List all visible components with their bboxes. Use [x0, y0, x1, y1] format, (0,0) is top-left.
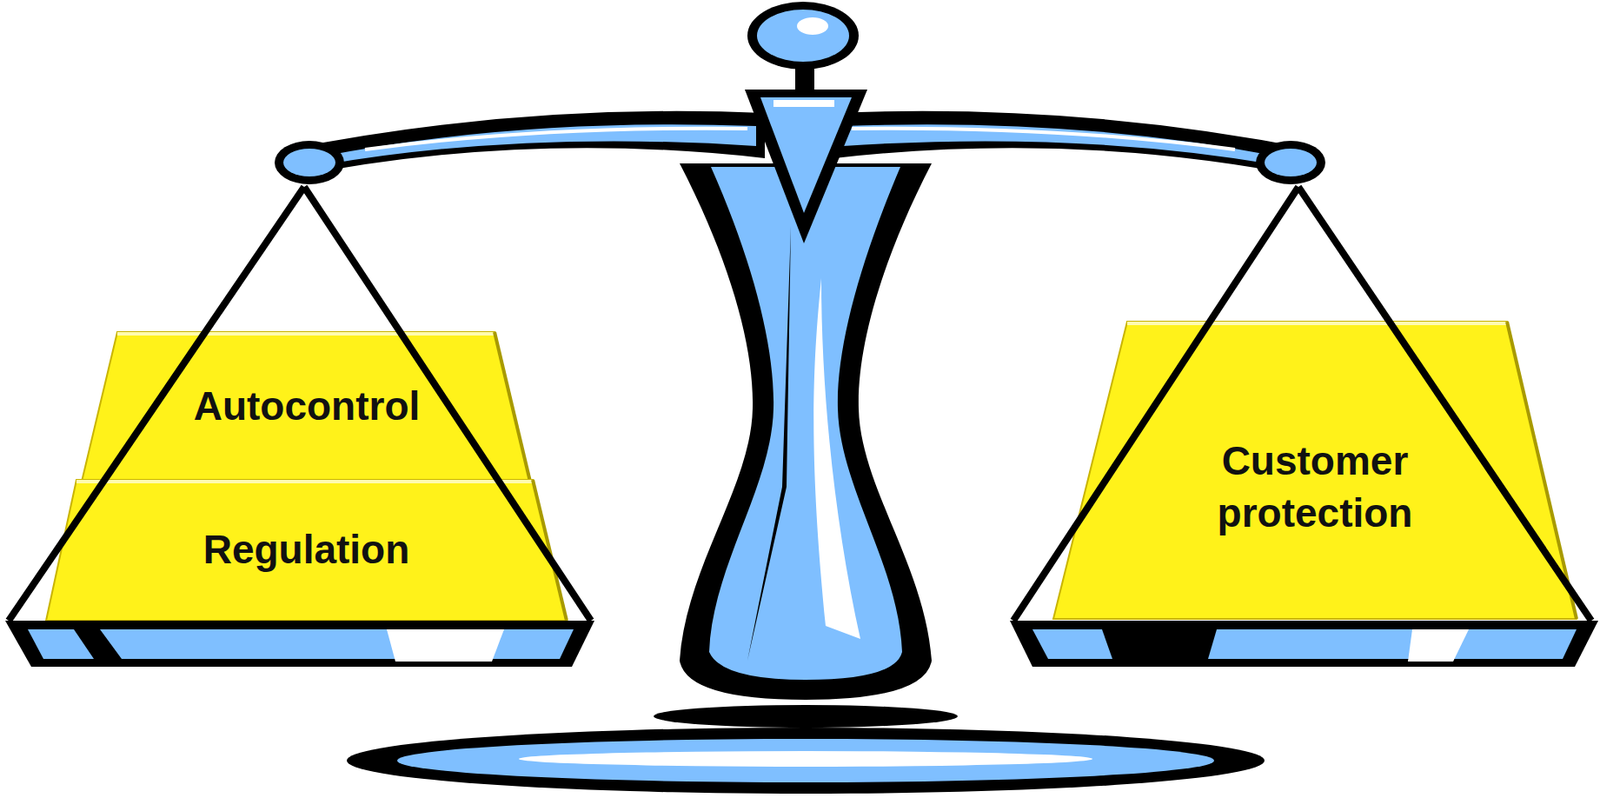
weight-block-shade [532, 479, 567, 621]
scale-pillar-shade [747, 225, 791, 661]
scale-beam-highlight [365, 128, 748, 150]
scale-base-fill [397, 738, 1215, 783]
scale-base-highlight [518, 750, 1093, 767]
weight-label-area: Customer protection [1051, 356, 1579, 619]
scale-pan-stripe [73, 629, 122, 659]
beam-end-knob-fill [1264, 148, 1317, 177]
scale-top-knob-highlight [796, 17, 829, 35]
weight-block: Customer protection [1051, 321, 1579, 619]
weight-label-area: Autocontrol [76, 331, 538, 482]
weight-label: Autocontrol [193, 380, 421, 433]
scale-pillar-fill [709, 166, 903, 680]
weight-block-fill [81, 331, 531, 482]
scale-pillar [679, 163, 932, 700]
scale-base [346, 727, 1265, 794]
scale-beam-highlight [851, 128, 1235, 150]
beam-end-knob [1255, 140, 1326, 185]
scale-pan [5, 620, 595, 667]
weight-label-area: Regulation [43, 479, 570, 621]
scale-pillar-highlight [813, 278, 861, 639]
weight-block-fill [46, 479, 567, 621]
scale-beam-left-fill [321, 124, 757, 166]
weight-block-highlight [1127, 321, 1508, 326]
scale-neck [795, 66, 815, 93]
weight-block: Autocontrol [76, 331, 538, 482]
scale-pan-highlight [386, 629, 505, 662]
beam-end-knob-fill [283, 148, 336, 177]
weight-block-fill [1053, 321, 1577, 619]
scale-pivot-fill [760, 97, 852, 213]
scale-pan [1009, 620, 1599, 667]
weight-block-highlight [76, 479, 533, 484]
scale-pan-fill [27, 629, 574, 659]
beam-end-knob [274, 140, 345, 185]
scale-foot [653, 704, 958, 728]
weight-label: Customer protection [1184, 435, 1446, 540]
scale-pivot [744, 89, 868, 244]
scale-pan-fill [1032, 629, 1577, 659]
weight-block-highlight [117, 331, 495, 336]
weight-block-shade [1507, 321, 1577, 619]
weight-block: Regulation [43, 479, 570, 621]
weight-block-shade [494, 331, 531, 482]
scale-beam-right-fill [843, 124, 1279, 166]
scale-pan-highlight [1407, 629, 1469, 662]
scale-top-knob-fill [756, 9, 850, 62]
scale-pivot-highlight [773, 99, 835, 107]
scale-pan-stripe [1102, 629, 1217, 659]
scale-top-knob [747, 1, 859, 70]
weight-label: Regulation [203, 524, 411, 577]
